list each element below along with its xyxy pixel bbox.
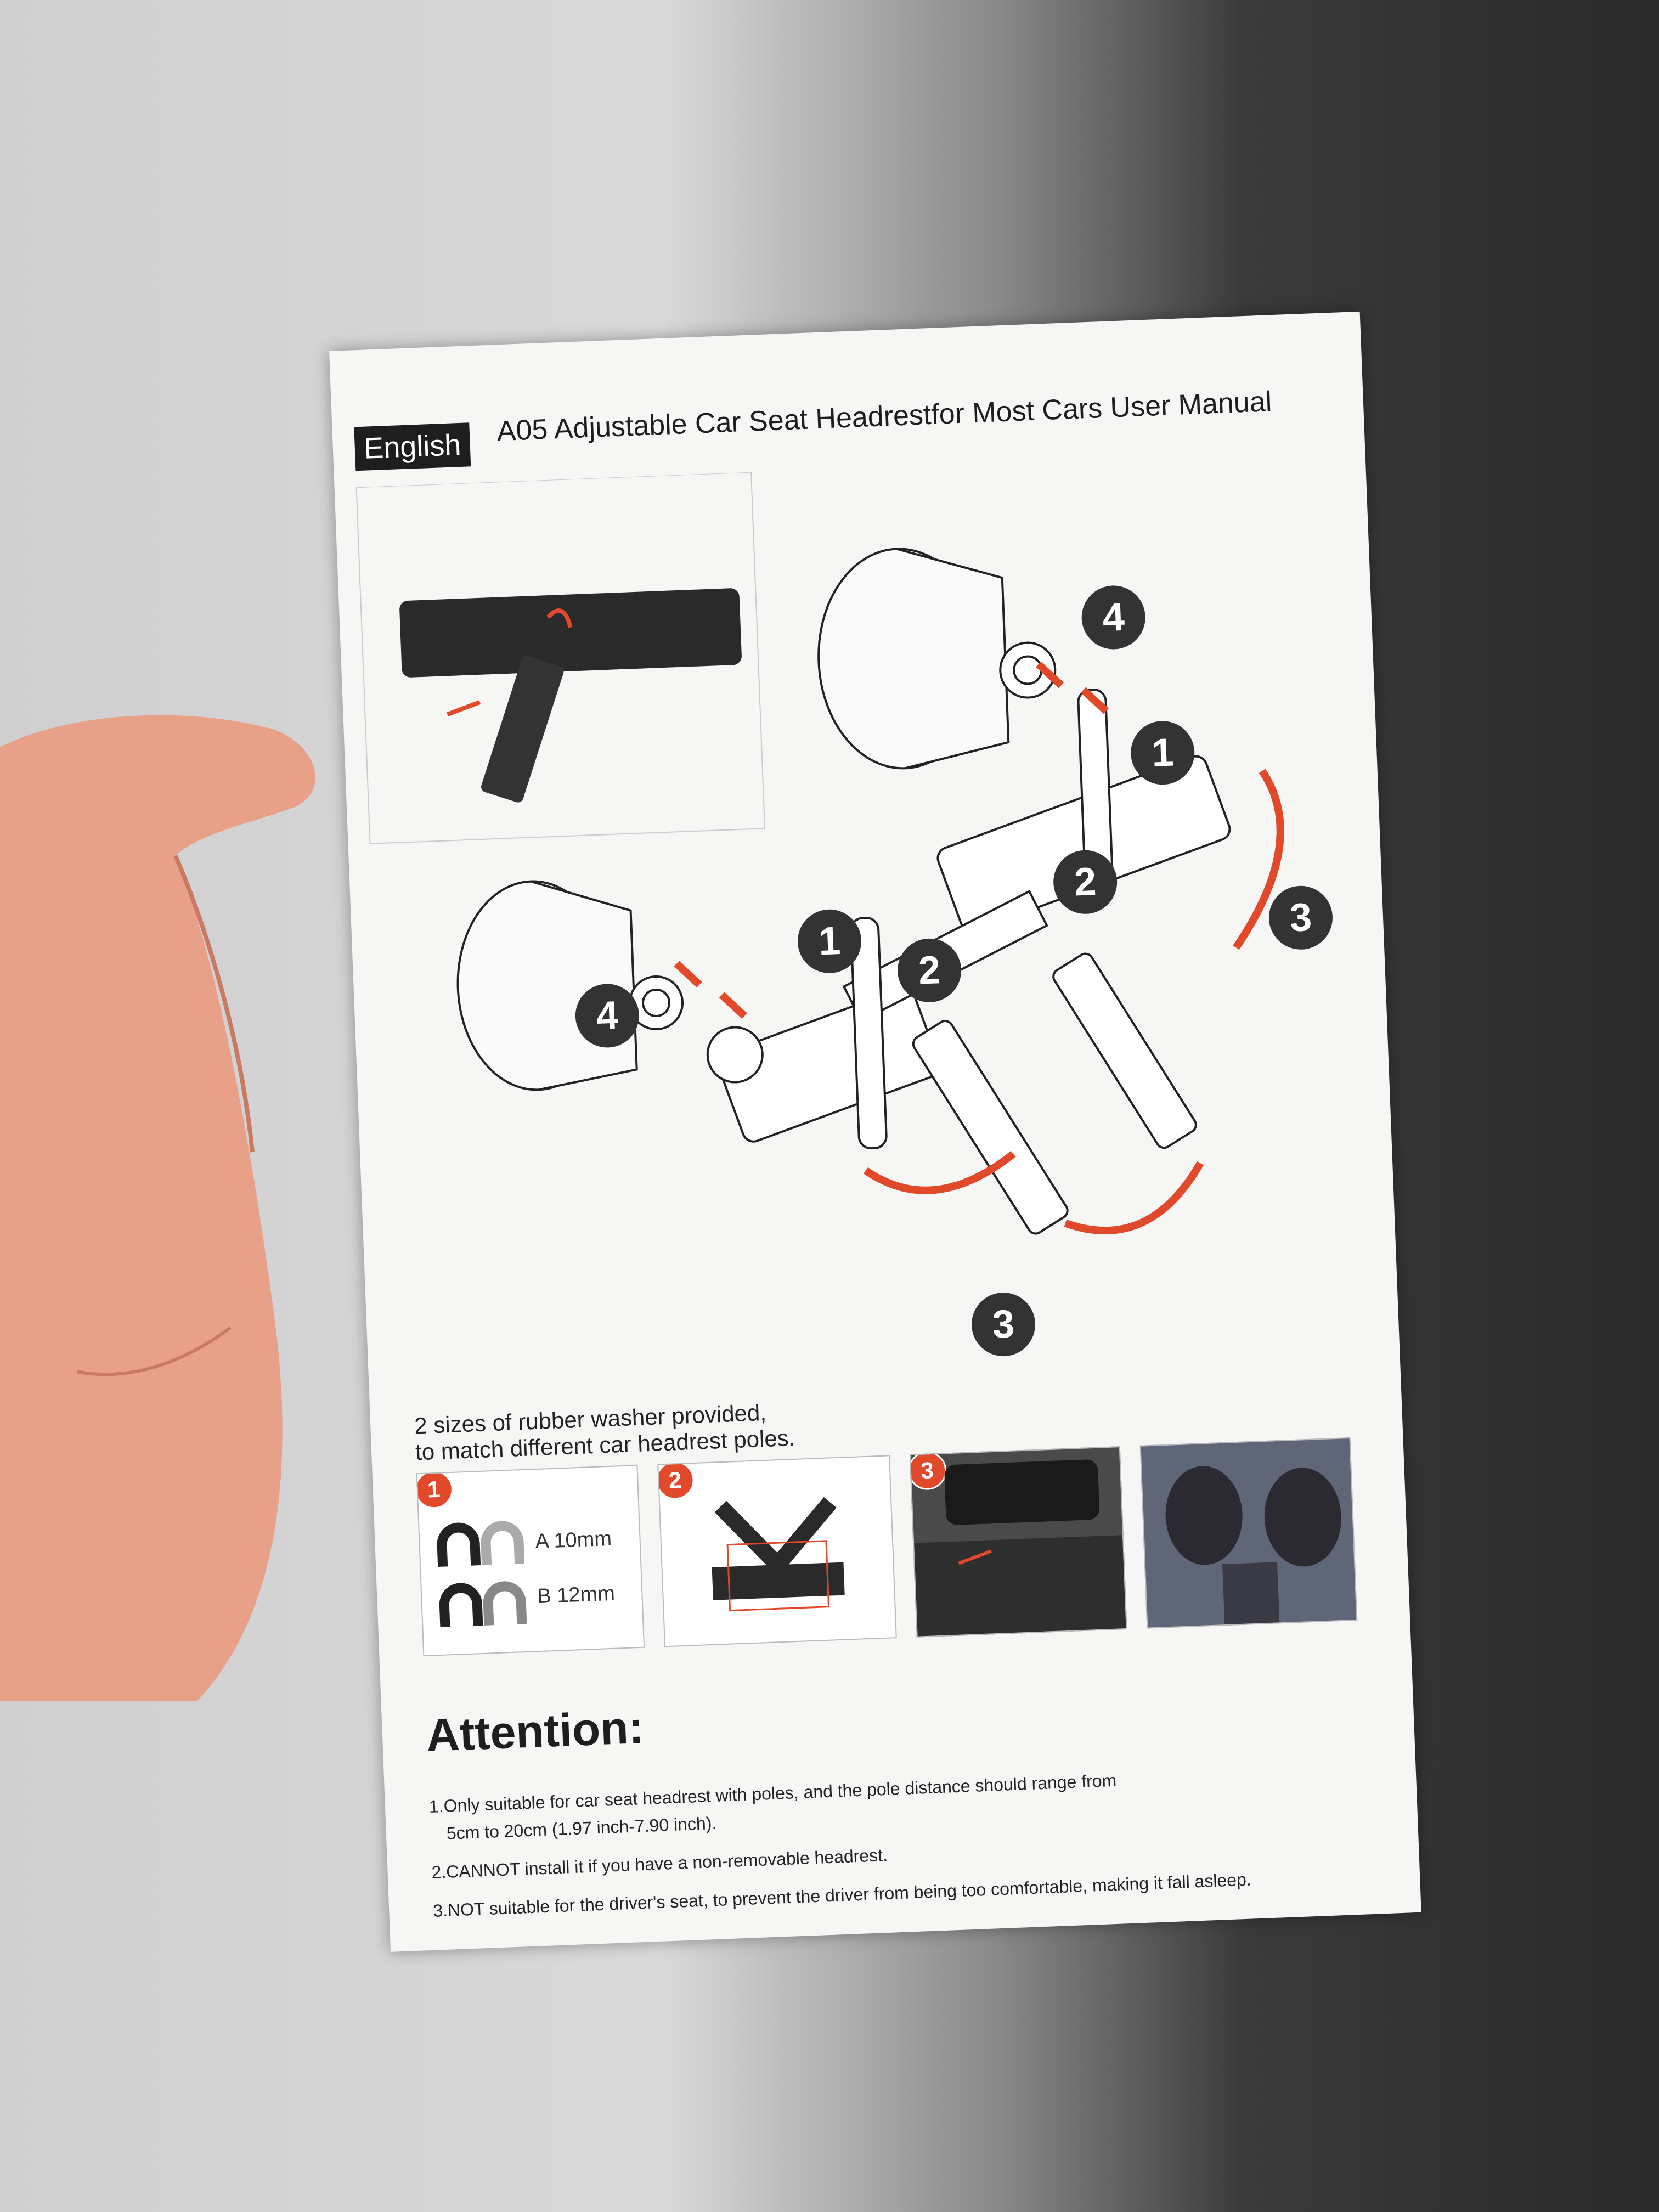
language-badge: English <box>354 422 471 471</box>
attention-heading: Attention: <box>425 1701 645 1762</box>
step-2-image <box>712 1497 845 1612</box>
step-4-photo <box>1141 1438 1357 1628</box>
callout-3-bottom: 3 <box>972 1293 1036 1357</box>
callout-label: 4 <box>1102 595 1125 640</box>
callout-3-right: 3 <box>1268 885 1333 950</box>
callout-4-left: 4 <box>575 984 639 1048</box>
rule-1: 1.Only suitable for car seat headrest wi… <box>428 1770 1117 1816</box>
washer-icons <box>437 1521 527 1627</box>
callout-4-top: 4 <box>1081 585 1146 650</box>
callout-label: 1 <box>1151 730 1175 775</box>
callout-label: 1 <box>817 919 841 963</box>
washer-note: 2 sizes of rubber washer provided, to ma… <box>414 1394 909 1465</box>
mount-photo-frame <box>356 471 766 844</box>
callout-1-right: 1 <box>1131 721 1195 785</box>
headrest-right <box>817 548 1057 770</box>
mount-photo <box>399 588 742 803</box>
callout-1-left: 1 <box>797 909 861 973</box>
step-4-panel: 4 <box>1139 1437 1358 1629</box>
manual-page: English A05 Adjustable Car Seat Headrest… <box>329 311 1421 1952</box>
size-b: B 12mm <box>537 1582 616 1609</box>
step-3-photo <box>914 1459 1126 1637</box>
step-3-panel: 3 <box>909 1446 1127 1638</box>
callout-label: 4 <box>595 994 619 1038</box>
callout-2-left: 2 <box>898 938 962 1002</box>
rule-2: 2.CANNOT install it if you have a non-re… <box>431 1844 888 1882</box>
callout-label: 2 <box>1074 860 1097 904</box>
direction-arrows <box>674 661 1284 1234</box>
callout-label: 3 <box>1289 895 1312 940</box>
installation-diagram: 4 1 2 3 1 2 4 <box>356 471 1333 1357</box>
size-a: A 10mm <box>534 1527 612 1554</box>
step-1-panel: 1 A 10mm B 12mm <box>416 1464 645 1657</box>
headrest-left <box>456 880 684 1091</box>
callout-label: 3 <box>991 1302 1015 1346</box>
manual-title: A05 Adjustable Car Seat Headrestfor Most… <box>496 386 1273 448</box>
callout-2-right: 2 <box>1053 850 1118 914</box>
step-badge: 1 <box>416 1469 454 1510</box>
callout-label: 2 <box>918 948 941 992</box>
hand <box>0 715 315 1701</box>
rule-1-cont: 5cm to 20cm (1.97 inch-7.90 inch). <box>446 1813 717 1843</box>
step-2-panel: 2 <box>657 1455 897 1647</box>
